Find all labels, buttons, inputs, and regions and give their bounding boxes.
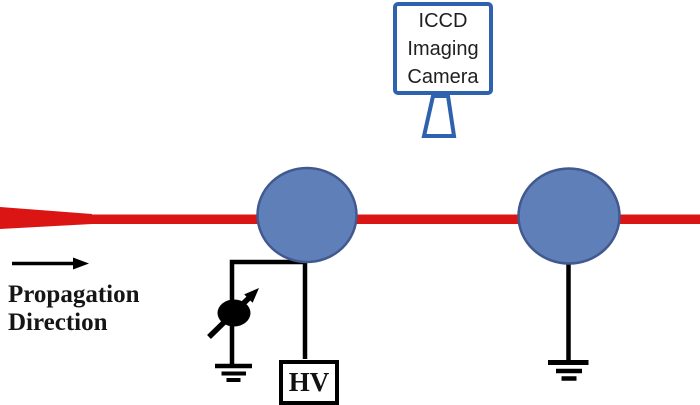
camera-label-line2: Imaging — [407, 37, 479, 60]
propagation-label-line2: Direction — [8, 309, 108, 336]
propagation-direction-label: Propagation Direction — [8, 281, 140, 337]
iccd-camera-box: ICCD Imaging Camera — [393, 2, 493, 95]
current-monitor-arrow-icon — [207, 294, 253, 339]
hv-label: HV — [288, 367, 330, 397]
camera-lens-icon — [421, 94, 457, 138]
propagation-label-line1: Propagation — [8, 281, 140, 308]
camera-label-line3: Camera — [407, 65, 479, 88]
electrode-sphere-left — [256, 166, 358, 264]
propagation-arrowhead-icon — [73, 257, 89, 270]
ground-symbol-left-icon — [215, 363, 252, 382]
hv-supply-box: HV — [279, 360, 339, 405]
beam-focus-cone-icon — [0, 207, 92, 229]
electrode-sphere-right — [517, 167, 621, 265]
left-electrode-ground-wire — [229, 259, 307, 366]
camera-label-line1: ICCD — [418, 9, 468, 32]
current-monitor-arrowhead-icon — [244, 288, 259, 303]
laser-beam-icon — [88, 214, 700, 224]
ground-symbol-right-icon — [548, 360, 589, 381]
